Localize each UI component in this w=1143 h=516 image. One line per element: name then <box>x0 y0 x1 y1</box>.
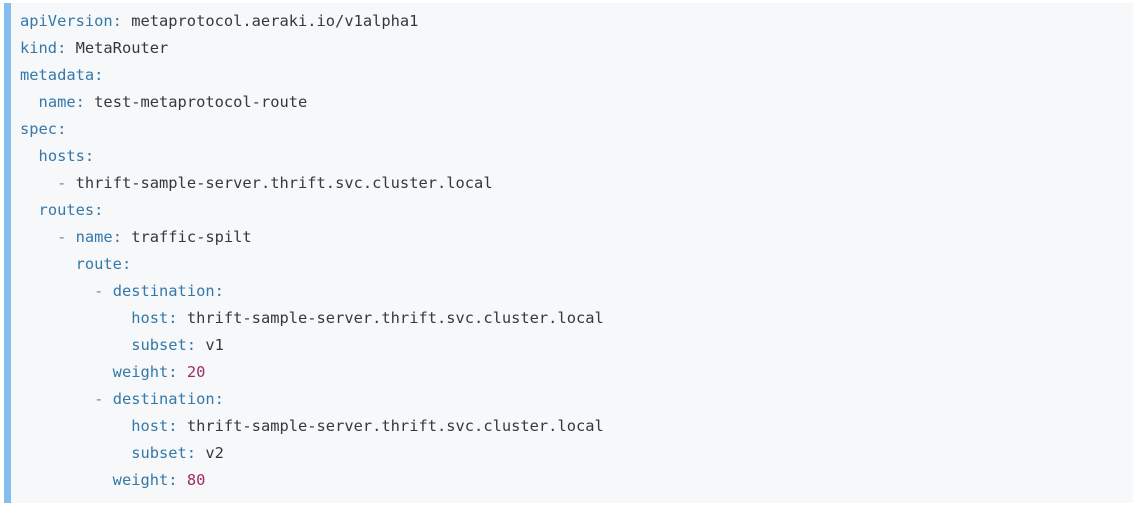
code-token-key: weight: <box>112 471 178 489</box>
code-token-val <box>20 228 57 246</box>
code-line: - destination: <box>20 278 1123 305</box>
code-token-val <box>20 147 39 165</box>
code-token-val <box>20 282 94 300</box>
code-token-val: traffic-spilt <box>121 228 252 246</box>
code-line: - thrift-sample-server.thrift.svc.cluste… <box>20 170 1123 197</box>
code-token-key: subset: <box>131 444 197 462</box>
code-token-val <box>20 336 131 354</box>
code-pre: apiVersion: metaprotocol.aeraki.io/v1alp… <box>4 3 1133 499</box>
code-line: kind: MetaRouter <box>20 35 1123 62</box>
code-token-pun: - <box>94 390 113 408</box>
code-token-val <box>20 255 76 273</box>
code-token-val <box>20 471 113 489</box>
code-token-val <box>20 201 39 219</box>
code-token-num: 80 <box>177 471 206 489</box>
code-token-val <box>20 390 94 408</box>
code-token-val <box>20 363 113 381</box>
code-line: - destination: <box>20 386 1123 413</box>
code-line: routes: <box>20 197 1123 224</box>
code-token-key: routes: <box>38 201 104 219</box>
code-token-key: route: <box>75 255 132 273</box>
code-line: - name: traffic-spilt <box>20 224 1123 251</box>
code-token-pun: - <box>57 174 76 192</box>
code-token-val <box>20 417 131 435</box>
code-block-accent-bar <box>4 3 11 503</box>
code-line: apiVersion: metaprotocol.aeraki.io/v1alp… <box>20 8 1123 35</box>
code-token-val: thrift-sample-server.thrift.svc.cluster.… <box>177 417 604 435</box>
code-line: subset: v1 <box>20 332 1123 359</box>
code-token-pun: - <box>57 228 76 246</box>
code-token-key: metadata: <box>20 66 104 84</box>
yaml-code-block: apiVersion: metaprotocol.aeraki.io/v1alp… <box>4 3 1133 503</box>
code-token-val: v2 <box>196 444 224 462</box>
code-token-key: name: <box>38 93 85 111</box>
code-token-pun: - <box>94 282 113 300</box>
code-token-key: hosts: <box>38 147 95 165</box>
code-token-num: 20 <box>177 363 206 381</box>
code-token-val: MetaRouter <box>66 39 169 57</box>
code-token-key: spec: <box>20 120 67 138</box>
code-token-key: destination: <box>112 390 224 408</box>
code-token-key: host: <box>131 309 178 327</box>
code-line: weight: 80 <box>20 467 1123 494</box>
code-token-key: kind: <box>20 39 67 57</box>
code-line: subset: v2 <box>20 440 1123 467</box>
code-line: weight: 20 <box>20 359 1123 386</box>
code-line: name: test-metaprotocol-route <box>20 89 1123 116</box>
code-token-val: thrift-sample-server.thrift.svc.cluster.… <box>75 174 493 192</box>
code-token-val <box>20 309 131 327</box>
code-token-key: apiVersion: <box>20 12 122 30</box>
code-line: metadata: <box>20 62 1123 89</box>
code-line: spec: <box>20 116 1123 143</box>
code-token-key: destination: <box>112 282 224 300</box>
code-token-val <box>20 93 39 111</box>
code-token-key: host: <box>131 417 178 435</box>
code-line: host: thrift-sample-server.thrift.svc.cl… <box>20 413 1123 440</box>
code-token-val: metaprotocol.aeraki.io/v1alpha1 <box>121 12 419 30</box>
code-token-val <box>20 174 57 192</box>
code-line: host: thrift-sample-server.thrift.svc.cl… <box>20 305 1123 332</box>
yaml-code: apiVersion: metaprotocol.aeraki.io/v1alp… <box>20 8 1123 494</box>
code-token-val <box>20 444 131 462</box>
code-token-key: name: <box>75 228 122 246</box>
code-line: hosts: <box>20 143 1123 170</box>
code-token-key: subset: <box>131 336 197 354</box>
code-line: route: <box>20 251 1123 278</box>
code-token-val: v1 <box>196 336 224 354</box>
code-token-val: test-metaprotocol-route <box>84 93 308 111</box>
code-token-key: weight: <box>112 363 178 381</box>
code-token-val: thrift-sample-server.thrift.svc.cluster.… <box>177 309 604 327</box>
